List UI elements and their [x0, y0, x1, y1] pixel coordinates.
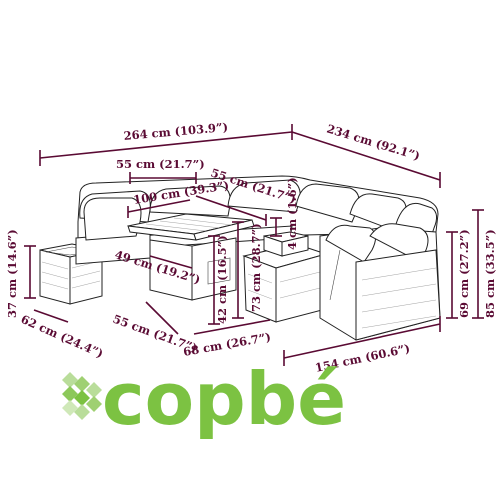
label-table-min-height: 42 cm (16.5”): [215, 235, 229, 324]
dimension-lines: [24, 124, 484, 366]
dining-table: [127, 213, 255, 301]
furniture-drawing: [39, 175, 441, 341]
label-total-depth: 234 cm (92.1”): [325, 121, 422, 163]
left-corner-sofa: [75, 197, 151, 265]
center-cube: [263, 231, 309, 257]
brand-logo: copbé: [62, 357, 346, 441]
label-back-height: 85 cm (33.5”): [483, 229, 497, 318]
label-seat-height: 37 cm (14.6”): [5, 229, 19, 318]
label-table-max-height: 73 cm (28.7”): [249, 223, 263, 312]
logo-text: copbé: [102, 357, 346, 441]
logo-mark-icon: [62, 372, 102, 420]
label-armrest-height: 69 cm (27.2”): [457, 229, 471, 318]
center-module: [242, 243, 328, 323]
label-cushion-thickness: 4 cm (1.6”): [285, 177, 299, 250]
right-end-sofa: [319, 223, 441, 341]
label-table-width: 55 cm (21.7”): [116, 157, 205, 171]
